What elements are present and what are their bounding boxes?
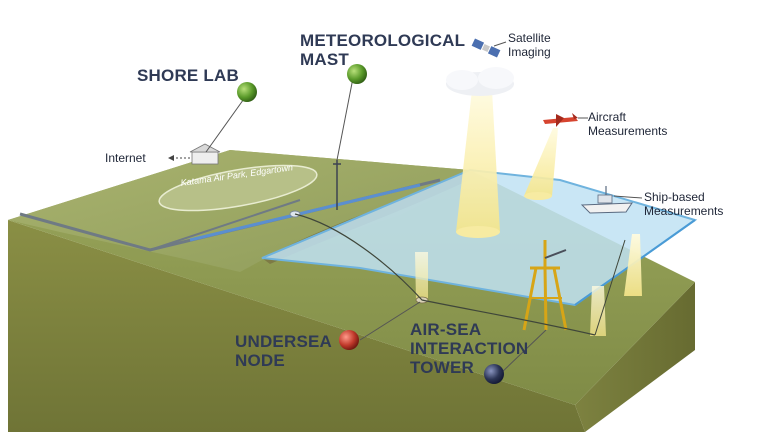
tower-marker: [484, 364, 504, 384]
label-aircraft-line2: Measurements: [588, 124, 667, 138]
mast-marker: [347, 64, 367, 84]
leader-mast: [337, 78, 353, 160]
label-met-mast-line2: MAST: [300, 50, 349, 69]
satellite-icon: [472, 38, 501, 57]
label-met-mast-line1: METEOROLOGICAL: [300, 31, 465, 50]
label-tower-line1: AIR-SEA: [410, 320, 481, 339]
aircraft-beam-footprint: [524, 192, 552, 200]
shore-lab-marker: [237, 82, 257, 102]
leader-satellite: [494, 42, 506, 46]
satellite-beam-footprint: [456, 226, 500, 238]
aircraft-icon: [543, 113, 578, 127]
lab-building-icon: [190, 144, 220, 164]
satellite-beam: [456, 90, 500, 232]
label-undersea-line2: NODE: [235, 351, 285, 370]
undersea-node-marker: [339, 330, 359, 350]
tower-sonar-beam: [590, 286, 606, 336]
label-ship-line1: Ship-based: [644, 190, 705, 204]
label-satellite-line1: Satellite: [508, 31, 551, 45]
label-ship-line2: Measurements: [644, 204, 723, 218]
label-shore-lab: SHORE LAB: [137, 66, 239, 85]
label-undersea-line1: UNDERSEA: [235, 332, 332, 351]
label-internet: Internet: [105, 151, 146, 165]
label-tower-line3: TOWER: [410, 358, 474, 377]
label-aircraft-line1: Aircraft: [588, 110, 626, 124]
cloud-icon: [446, 67, 514, 96]
label-tower-line2: INTERACTION: [410, 339, 528, 358]
node-sonar-beam: [415, 252, 428, 300]
label-satellite-line2: Imaging: [508, 45, 551, 59]
internet-arrow-head: [168, 155, 174, 161]
leader-shore-lab: [206, 96, 246, 152]
